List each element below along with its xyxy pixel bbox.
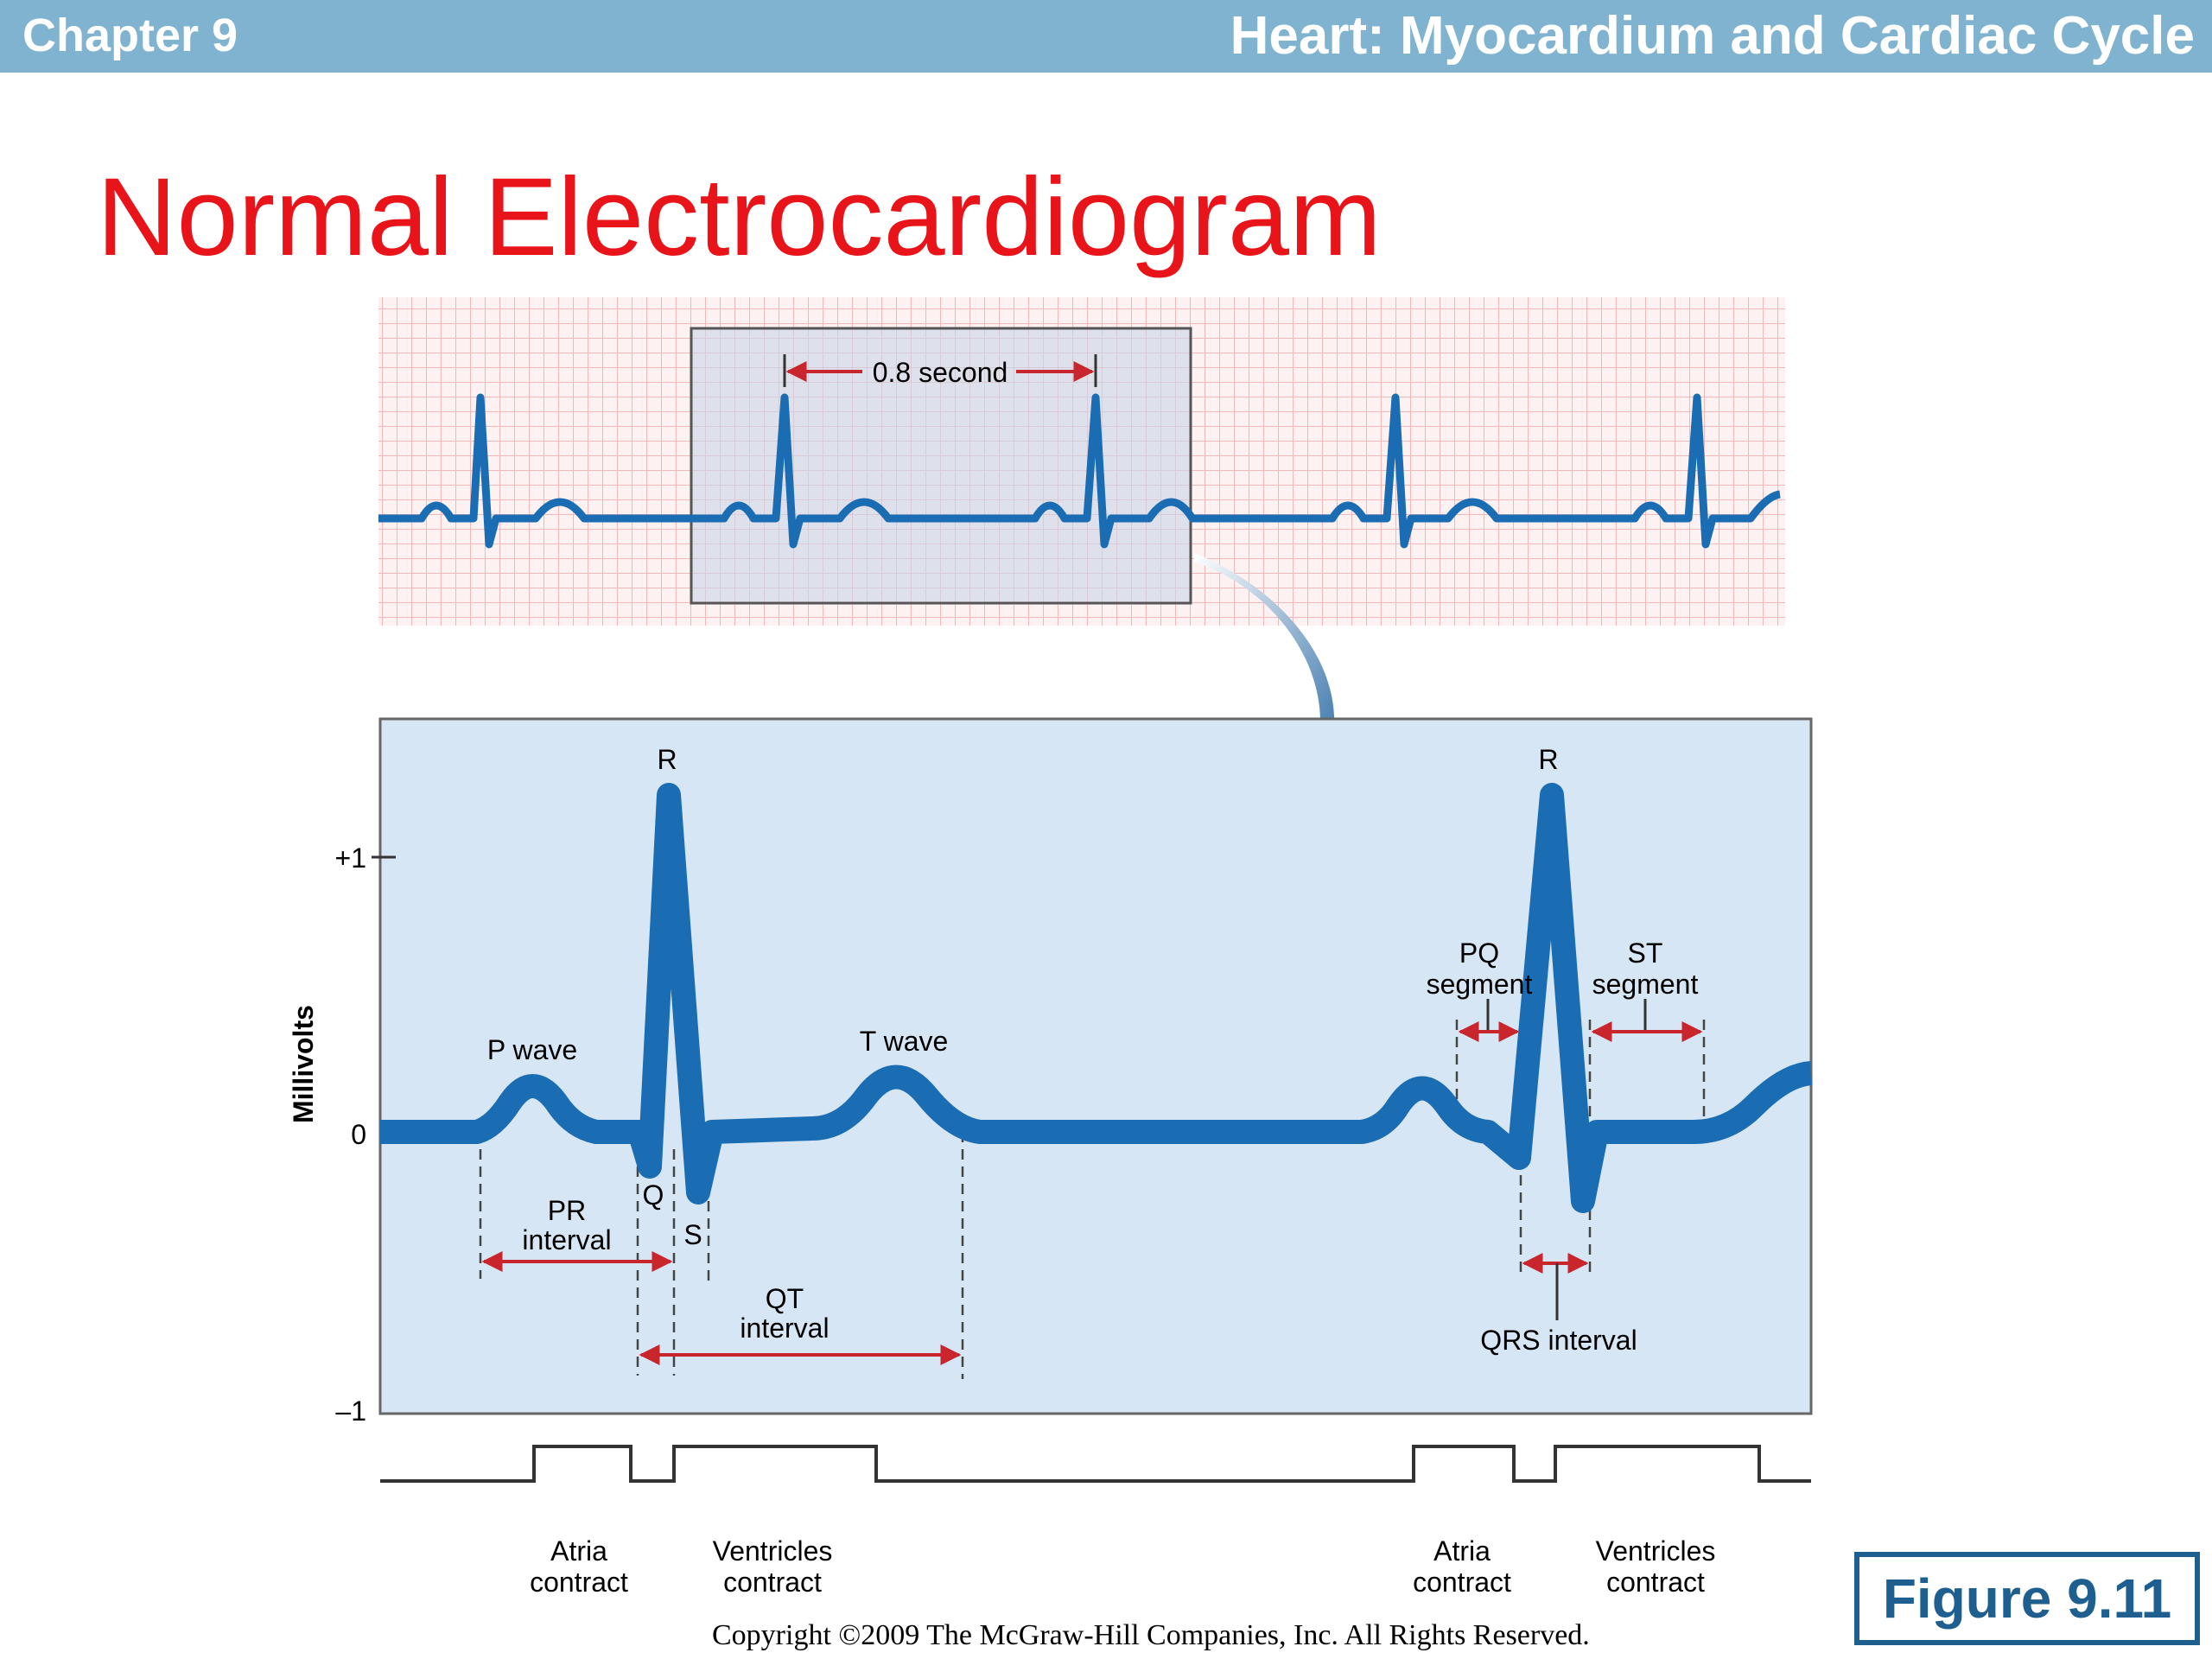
header-title: Heart: Myocardium and Cardiac Cycle — [1230, 6, 2195, 66]
r-label-1: R — [657, 744, 677, 775]
y-tick-plus-one: +1 — [335, 842, 366, 874]
detail-panel: Millivolts +1 0 –1 R R P wave T wave Q S… — [288, 717, 1813, 1427]
ecg-trace — [380, 783, 1813, 1213]
pq-label-line1: PQ — [1459, 938, 1499, 969]
ventricles-contract-1-line1: Ventricles — [713, 1535, 833, 1567]
contraction-labels: Atria contract Ventricles contract Atria… — [530, 1535, 1715, 1598]
slide-title: Normal Electrocardiogram — [97, 156, 1382, 279]
pq-label-line2: segment — [1427, 969, 1533, 1000]
p-wave-label: P wave — [487, 1034, 577, 1065]
y-tick-minus-one: –1 — [335, 1395, 366, 1427]
s-label: S — [683, 1219, 702, 1250]
r-label-2: R — [1538, 744, 1558, 775]
q-label: Q — [643, 1179, 664, 1211]
ventricles-contract-2-line2: contract — [1606, 1567, 1705, 1598]
atria-contract-1-line2: contract — [530, 1567, 628, 1598]
st-label-line1: ST — [1628, 938, 1663, 969]
atria-contract-1-line1: Atria — [550, 1535, 607, 1567]
figure-label: Figure 9.11 — [1882, 1567, 2172, 1630]
ventricles-contract-2-line1: Ventricles — [1596, 1535, 1716, 1567]
y-tick-zero: 0 — [351, 1119, 366, 1150]
ecg-strip: 0.8 second — [378, 297, 1785, 626]
pr-label-line2: interval — [522, 1224, 611, 1255]
qt-label-line1: QT — [766, 1283, 804, 1314]
zoom-window — [690, 327, 1192, 605]
copyright-notice: Copyright ©2009 The McGraw-Hill Companie… — [712, 1619, 1590, 1651]
t-wave-label: T wave — [860, 1026, 949, 1057]
contraction-timing-line — [380, 1445, 1811, 1483]
duration-label: 0.8 second — [873, 357, 1008, 388]
y-axis-label: Millivolts — [288, 1005, 319, 1123]
chapter-label: Chapter 9 — [22, 10, 238, 61]
qt-label-line2: interval — [740, 1313, 829, 1344]
header-bar: Chapter 9 Heart: Myocardium and Cardiac … — [0, 0, 2212, 73]
st-label-line2: segment — [1592, 969, 1699, 1000]
strip-trace — [378, 393, 1781, 549]
detail-background — [378, 717, 1813, 1415]
qrs-label: QRS interval — [1480, 1325, 1637, 1356]
atria-contract-2-line1: Atria — [1433, 1535, 1491, 1567]
pr-label-line1: PR — [548, 1195, 586, 1226]
atria-contract-2-line2: contract — [1413, 1567, 1511, 1598]
figure-label-box: Figure 9.11 — [1854, 1552, 2200, 1645]
ventricles-contract-1-line2: contract — [723, 1567, 822, 1598]
